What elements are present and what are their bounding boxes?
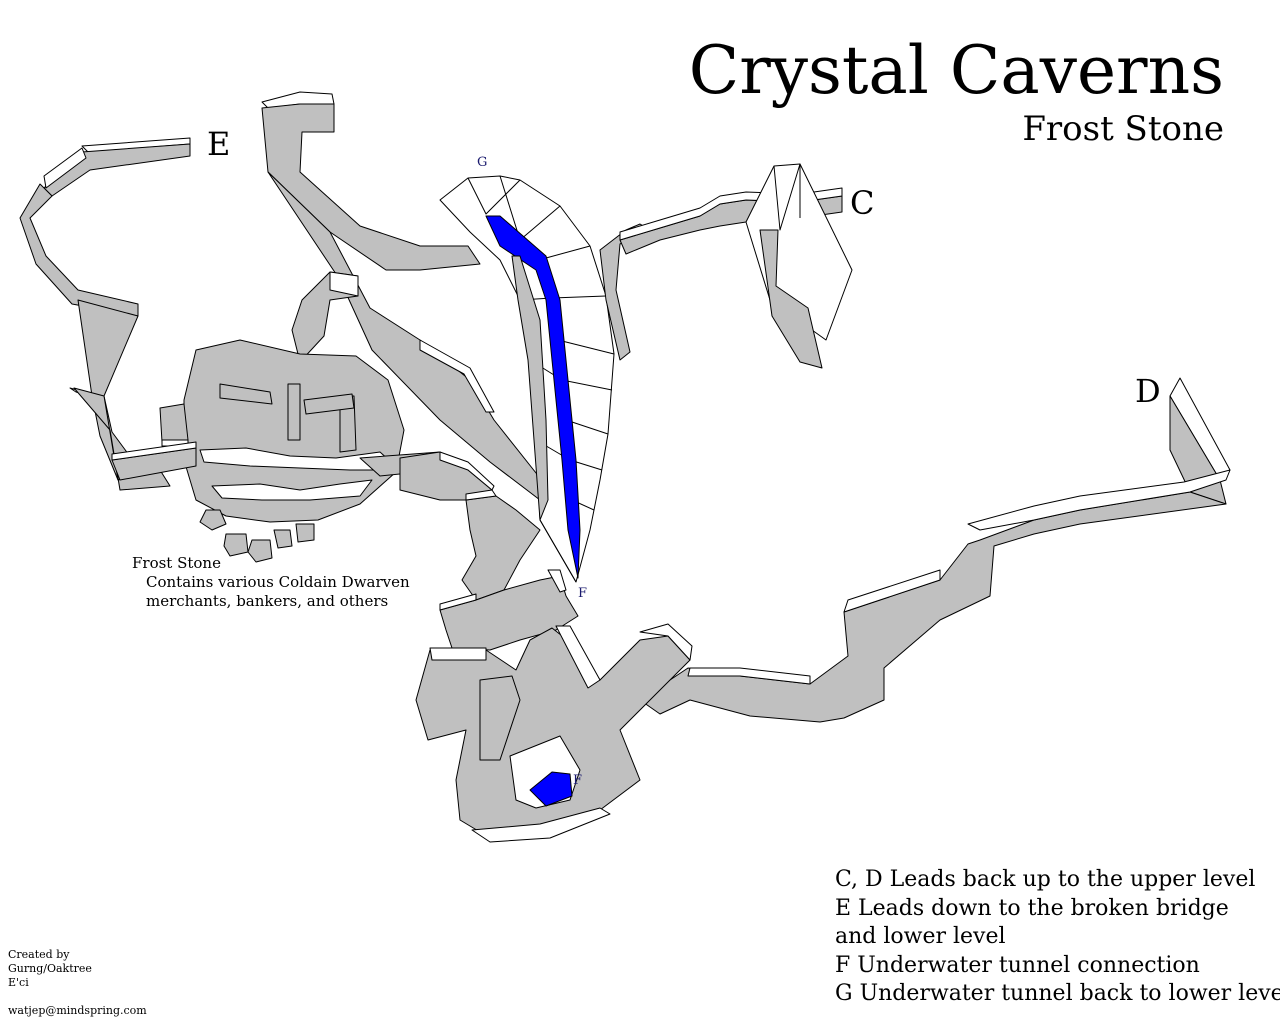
- underwater-tunnel-g-f: [439, 175, 651, 583]
- tunnel-c: [619, 163, 853, 369]
- marker-d: D: [1135, 372, 1161, 410]
- marker-c: C: [850, 184, 875, 222]
- tunnel-d: [639, 377, 1231, 723]
- credits-line: Gurng/Oaktree: [8, 962, 92, 975]
- marker-e: E: [207, 125, 231, 163]
- credits-line: E'ci: [8, 976, 29, 989]
- tunnel-e: [19, 137, 191, 491]
- frost-stone-note-title: Frost Stone: [132, 554, 221, 572]
- credits: Created by Gurng/Oaktree E'ci watjep@min…: [8, 948, 147, 1018]
- frost-stone-note-line1: Contains various Coldain Dwarven: [146, 573, 410, 591]
- map-title: Crystal Caverns: [688, 32, 1224, 109]
- credits-line: Created by: [8, 948, 70, 961]
- legend-item: E Leads down to the broken bridge: [835, 895, 1229, 921]
- map-legend: C, D Leads back up to the upper level E …: [835, 866, 1280, 1009]
- frost-stone-note-line2: merchants, bankers, and others: [146, 592, 389, 610]
- credits-email: watjep@mindspring.com: [8, 1004, 147, 1017]
- map-subtitle: Frost Stone: [1022, 109, 1224, 149]
- frost-stone-hub: [111, 339, 495, 563]
- tunnel-middle-descent: [439, 489, 579, 651]
- tunnel-lower-loop: [415, 623, 693, 843]
- tunnel-upper-ramp: [261, 91, 541, 501]
- marker-f-top: F: [578, 586, 588, 601]
- frost-stone-note: Frost Stone Contains various Coldain Dwa…: [132, 554, 410, 611]
- legend-item: and lower level: [835, 924, 1006, 949]
- legend-item: G Underwater tunnel back to lower levels: [835, 981, 1280, 1006]
- legend-item: F Underwater tunnel connection: [835, 952, 1200, 978]
- marker-g: G: [477, 155, 488, 170]
- marker-f-bottom: F: [573, 773, 583, 788]
- legend-item: C, D Leads back up to the upper level: [835, 867, 1256, 892]
